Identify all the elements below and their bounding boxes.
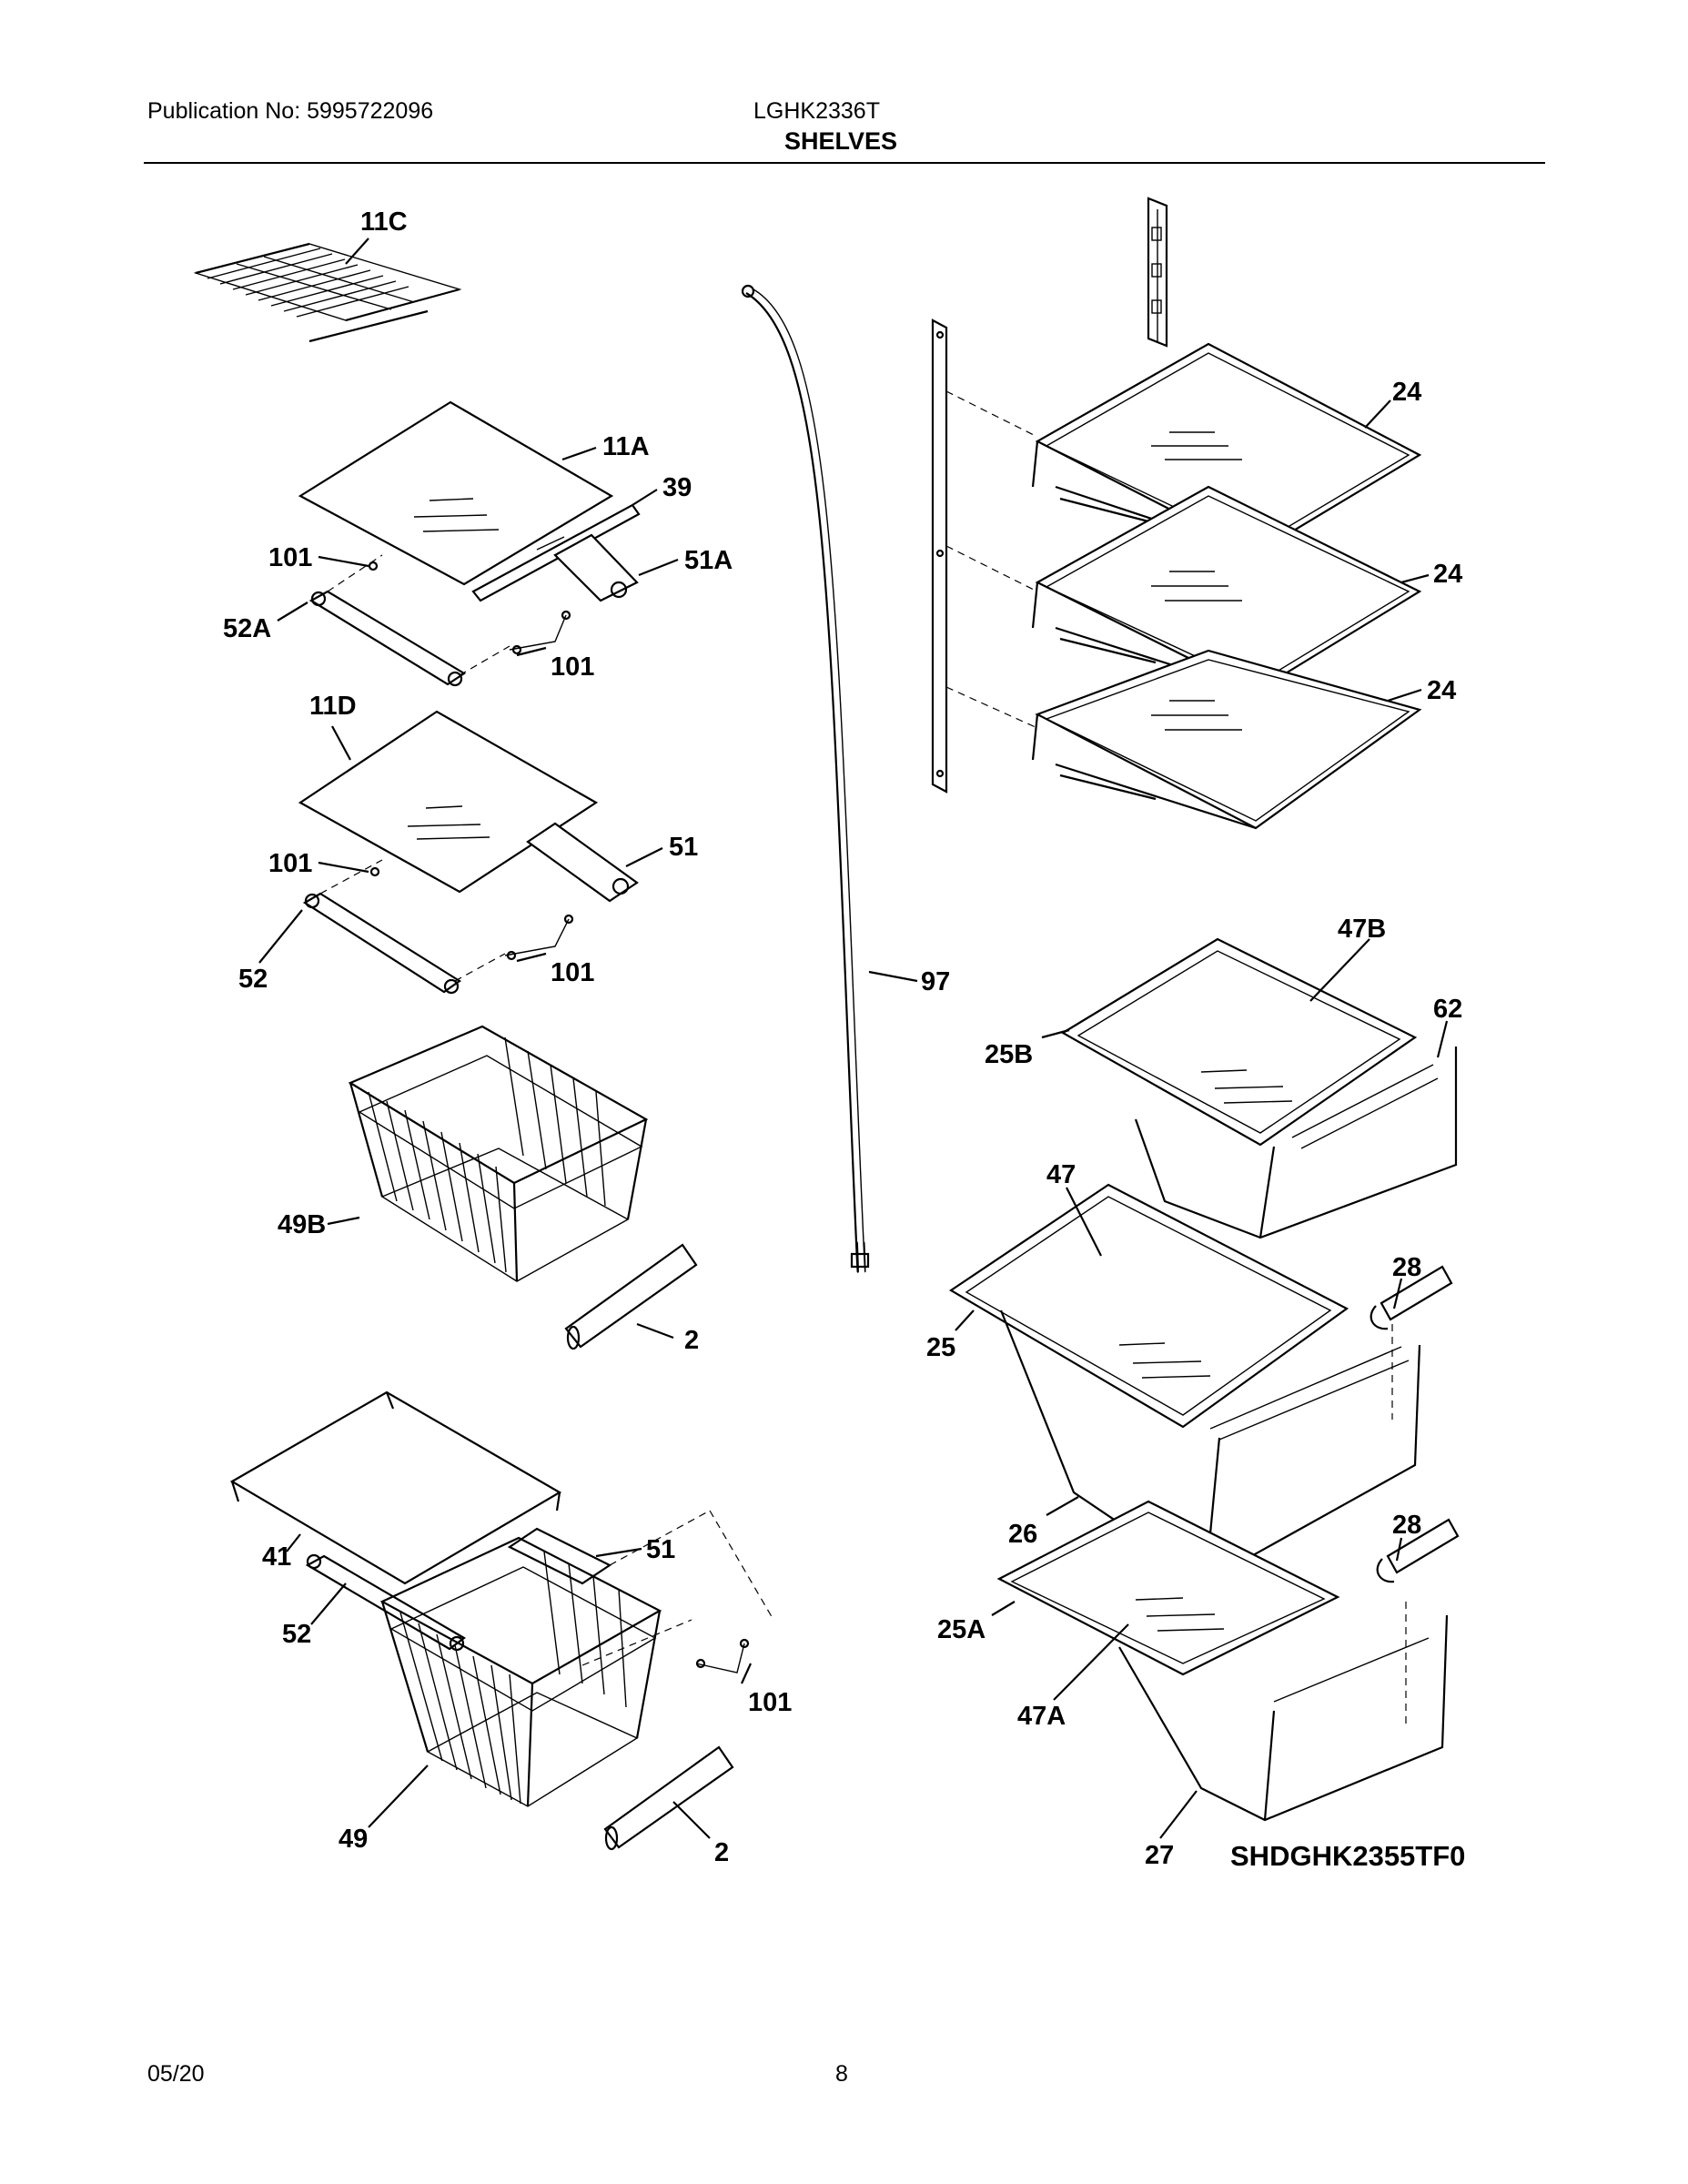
shelf-rail-51a [553,533,639,602]
part-label-47a: 47A [1017,1702,1066,1731]
page-number: 8 [835,2061,848,2087]
part-label-39: 39 [662,473,692,502]
front-trim-39 [471,503,641,602]
part-label-25: 25 [926,1333,955,1362]
screw-101 [368,561,571,655]
part-label-101: 101 [551,652,594,682]
part-label-62: 62 [1433,995,1462,1024]
cantilever-shelf-24 [1031,485,1422,693]
drawer-clip-28 [1370,1265,1453,1330]
section-title: SHELVES [784,127,898,155]
glass-shelf-11d [298,710,599,894]
part-label-47b: 47B [1338,915,1386,944]
part-label-24: 24 [1392,378,1421,407]
wire-basket-49b [348,1025,649,1282]
part-label-27: 27 [1145,1841,1174,1870]
part-label-101: 101 [748,1688,792,1717]
part-label-2: 2 [684,1326,699,1355]
shelf-cover-41 [229,1390,562,1585]
diagram-code: SHDGHK2355TF0 [1230,1840,1465,1872]
part-label-25a: 25A [937,1615,986,1644]
part-label-51a: 51A [684,546,733,575]
part-label-11a: 11A [602,432,650,461]
basket-trim-2 [603,1745,734,1851]
part-label-52: 52 [282,1620,311,1649]
footer-date: 05/20 [147,2061,205,2087]
shelf-ladder-rail [931,318,1038,794]
cantilever-shelf-24 [1031,649,1422,830]
basket-trim-2 [564,1243,698,1350]
leader-lines [258,238,1449,1839]
shelf-rail-52a [308,554,510,687]
part-label-101: 101 [268,543,312,572]
wire-shelf-11c [193,242,462,343]
part-label-11c: 11C [360,207,408,237]
part-label-41: 41 [262,1542,291,1572]
header-rule [144,162,1545,164]
shelf-rail-52 [302,859,506,995]
publication-number: Publication No: 5995722096 [147,98,434,124]
shelf-rail-51 [526,822,639,903]
model-number: LGHK2336T [753,98,880,124]
part-label-47: 47 [1046,1160,1076,1189]
back-column-rail [1147,197,1168,348]
part-label-49b: 49B [278,1210,326,1239]
part-label-101: 101 [268,849,312,878]
tube-97 [741,284,870,1273]
screw-101 [369,866,574,961]
part-label-26: 26 [1008,1520,1037,1549]
drawer-clip-28 [1376,1518,1460,1583]
part-label-2: 2 [714,1838,729,1867]
part-label-25b: 25B [985,1040,1033,1069]
part-label-97: 97 [921,967,950,996]
part-label-24: 24 [1433,560,1462,589]
part-label-11d: 11D [309,692,357,721]
part-label-52a: 52A [223,614,271,643]
part-label-51: 51 [669,833,698,862]
crisper-drawer-lower [996,1500,1449,1822]
part-label-24: 24 [1427,676,1456,705]
part-label-51: 51 [646,1535,675,1564]
part-label-49: 49 [339,1825,368,1854]
part-label-28: 28 [1392,1511,1421,1540]
part-label-101: 101 [551,958,594,987]
part-label-28: 28 [1392,1253,1421,1282]
part-label-52: 52 [238,965,268,994]
glass-shelf-11a [298,400,614,586]
screw-101 [695,1638,750,1673]
wire-basket-49 [379,1536,662,1807]
crisper-drawer-upper [1060,937,1458,1239]
